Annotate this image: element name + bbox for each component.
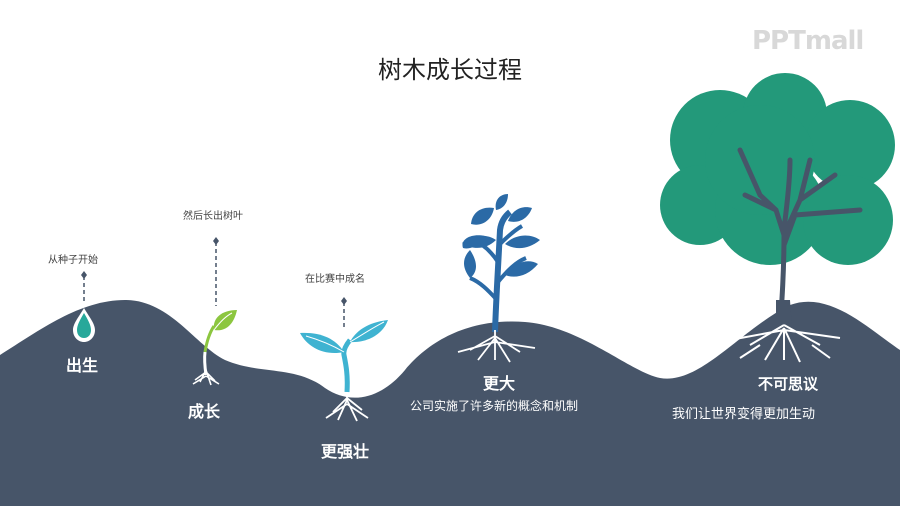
hill-landscape (0, 300, 900, 506)
stage-5-subtitle: 我们让世界变得更加生动 (672, 407, 816, 422)
brand-logo: PPTmall (752, 26, 864, 56)
stage-2-caption: 然后长出树叶 (183, 211, 243, 222)
stage-1-label: 出生 (66, 356, 99, 375)
young-tree-icon (457, 194, 540, 363)
leader-tip-1 (81, 271, 87, 279)
water-drop-icon (73, 308, 95, 342)
stage-5-label: 不可思议 (758, 375, 819, 393)
page-title: 树木成长过程 (378, 56, 522, 84)
stage-3-caption: 在比赛中成名 (305, 274, 365, 285)
big-tree-icon (660, 73, 895, 363)
leader-tip-3 (341, 297, 347, 305)
stage-4-subtitle: 公司实施了许多新的概念和机制 (410, 399, 579, 413)
stage-4-label: 更大 (483, 374, 516, 393)
stage-3-label: 更强壮 (321, 442, 370, 461)
leader-tip-2 (213, 237, 219, 245)
sprout-icon (192, 310, 237, 386)
seedling-icon (300, 320, 388, 422)
stage-2-label: 成长 (188, 402, 221, 421)
stage-1-caption: 从种子开始 (48, 255, 98, 266)
